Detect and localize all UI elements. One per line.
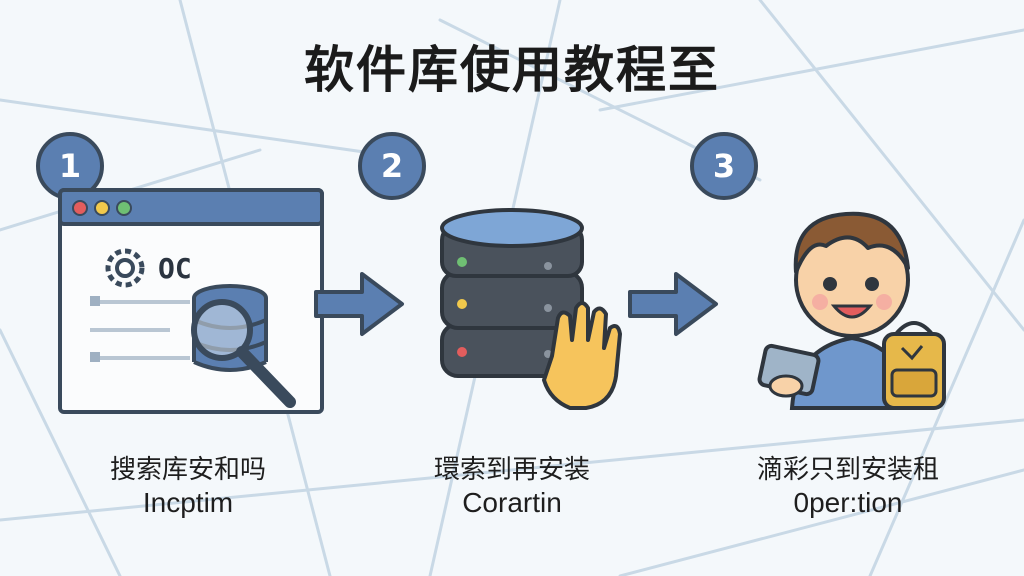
phone-icon (757, 343, 821, 398)
boy-with-phone-backpack-icon (757, 211, 946, 410)
browser-snippet-text: OC (158, 252, 192, 285)
step-3-badge: 3 (690, 132, 758, 200)
browser-search-database-icon: OC (58, 188, 324, 414)
step-2-english-label: Corartin (462, 487, 562, 518)
server-stack-icon (440, 208, 584, 378)
gear-icon (105, 248, 145, 288)
step-2-caption: 環索到再安装 Corartin (382, 452, 642, 520)
step-3-chinese-label: 滴彩只到安装租 (756, 454, 939, 484)
step-2-badge: 2 (358, 132, 426, 200)
backpack-icon (882, 321, 946, 410)
step-2-chinese-label: 環索到再安装 (433, 454, 590, 484)
magnifier-icon (191, 299, 296, 408)
step-1-english-label: Incptim (142, 487, 234, 518)
page-title: 软件库使用教程至 (304, 41, 720, 99)
step-3-english-label: 0per:tion (793, 487, 903, 518)
arrow-right-icon (628, 272, 718, 336)
step-1-chinese-label: 搜索库安和吗 (109, 454, 266, 484)
step-1-caption: 搜索库安和吗 Incptim (58, 452, 318, 520)
database-server-hand-icon (440, 208, 622, 410)
step-3-caption: 滴彩只到安装租 0per:tion (718, 452, 978, 520)
hand-icon (542, 301, 622, 410)
arrow-right-icon (314, 272, 404, 336)
